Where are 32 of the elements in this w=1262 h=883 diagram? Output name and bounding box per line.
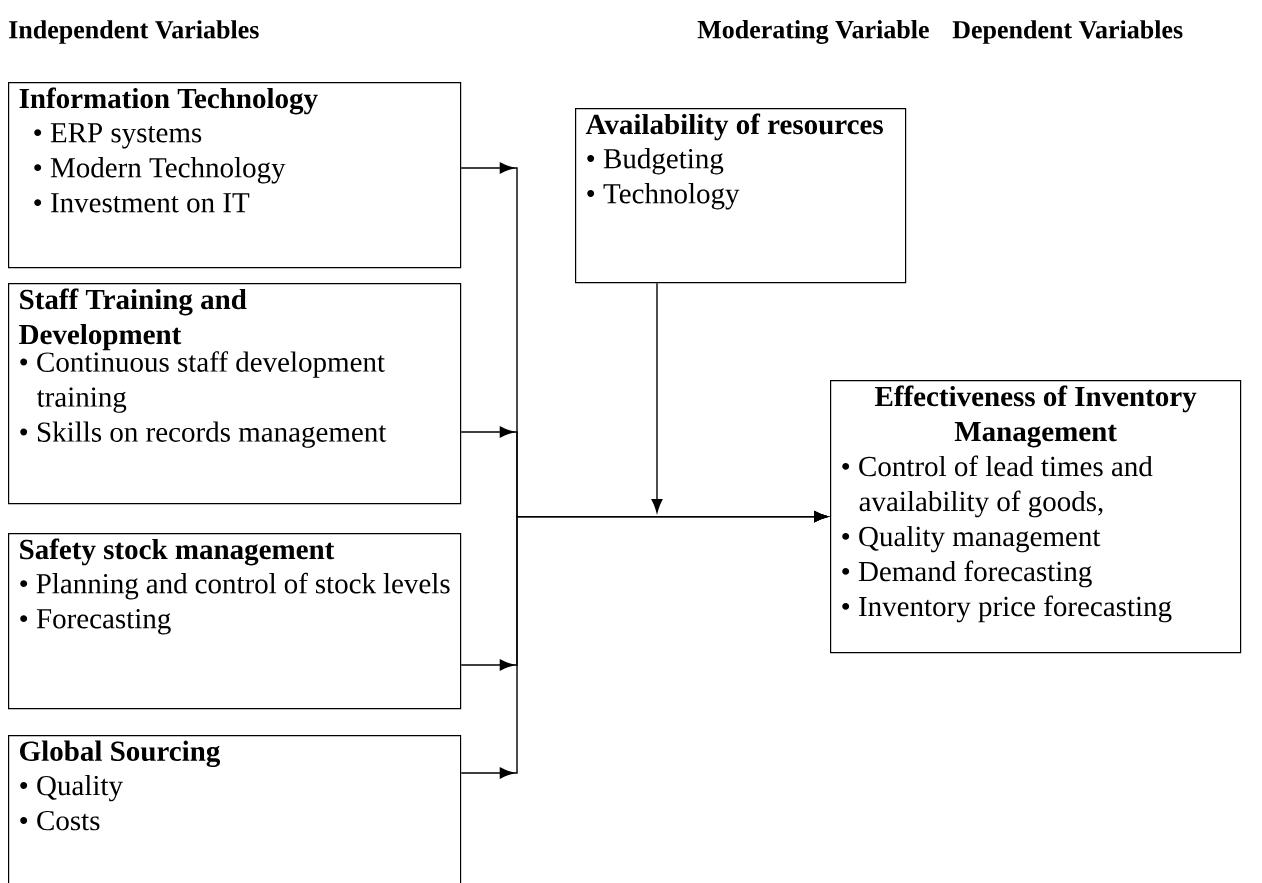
bullet-item: • Quality	[20, 774, 123, 802]
bullet-item: • Skills on records management	[20, 421, 387, 448]
box-heading: Effectiveness of Inventory Management	[875, 385, 1197, 448]
bullet-item: • ERP systems	[34, 123, 202, 149]
variable-box	[8, 735, 462, 883]
bullet-item: • Planning and control of stock levels	[20, 572, 450, 600]
bullet-item: • Inventory price forecasting	[842, 595, 1172, 623]
column-heading: Moderating Variable	[697, 20, 929, 44]
bullet-item: • Investment on IT	[34, 193, 250, 213]
arrow	[651, 282, 663, 513]
bullet-item: • Technology	[587, 183, 740, 210]
arrow	[460, 511, 828, 779]
box-heading: Availability of resources	[585, 113, 883, 141]
variable-box	[8, 533, 462, 710]
box-heading: Global Sourcing	[20, 740, 221, 768]
variable-box	[830, 380, 1242, 654]
bullet-item: • Budgeting	[587, 148, 724, 175]
box-heading: Staff Training and Development	[19, 288, 247, 351]
box-heading: Safety stock management	[20, 538, 335, 566]
bullet-item: • Continuous staff development training	[20, 351, 385, 413]
box-heading: Information Technology	[19, 87, 318, 115]
variable-box	[8, 82, 462, 269]
bullet-item: • Costs	[20, 810, 100, 831]
column-heading: Independent Variables	[9, 20, 259, 44]
variable-box	[575, 108, 907, 284]
bullet-item: • Modern Technology	[34, 157, 286, 184]
variable-box	[8, 283, 462, 505]
column-heading: Dependent Variables	[952, 20, 1183, 44]
bullet-item: • Demand forecasting	[842, 560, 1092, 588]
bullet-item: • Forecasting	[20, 609, 171, 635]
bullet-item: • Quality management	[842, 525, 1101, 553]
bullet-item: • Control of lead times and availability of goods,	[842, 455, 1153, 518]
